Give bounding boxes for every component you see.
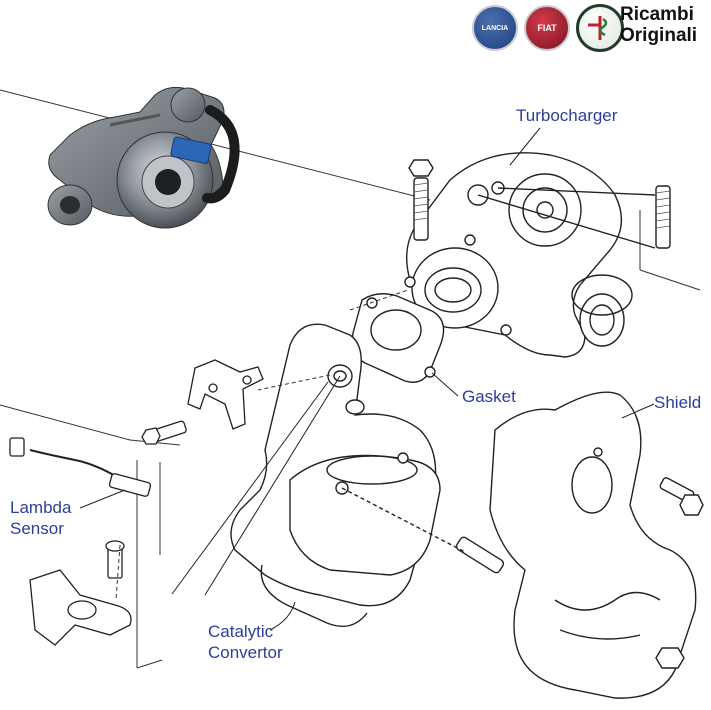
shield-label: Shield [654,393,702,412]
fiat-logo-icon: FIAT [524,5,570,51]
brand-line-1: Ricambi [620,4,694,25]
bracket-drawing [141,359,264,445]
catalytic-label-line-1: Catalytic [208,622,274,641]
brand-title: Ricambi Originali [620,4,697,46]
lambda-sensor-label: Lambda Sensor [10,497,71,539]
brand-line-2: Originali [620,25,698,46]
lambda-label-line-2: Sensor [10,519,64,538]
catalytic-convertor-label: Catalytic Convertor [208,621,283,663]
turbocharger-photo [47,86,240,229]
gasket-label: Gasket [462,387,516,406]
catalytic-convertor-drawing [230,323,505,627]
brand-logos: LANCIA FIAT [472,4,624,52]
lancia-logo-icon: LANCIA [472,5,518,51]
lambda-label-line-1: Lambda [10,498,72,517]
alfa-romeo-logo-icon [576,4,624,52]
leader-lines [79,127,655,631]
turbocharger-drawing [404,152,671,358]
lambda-sensor-drawing [9,437,152,497]
gasket-drawing [351,293,445,383]
catalytic-label-line-2: Convertor [208,643,283,662]
lower-bracket-drawing [29,540,132,646]
turbocharger-label: Turbocharger [516,106,618,125]
shield-drawing [489,391,704,699]
alignment-lines [115,289,409,601]
